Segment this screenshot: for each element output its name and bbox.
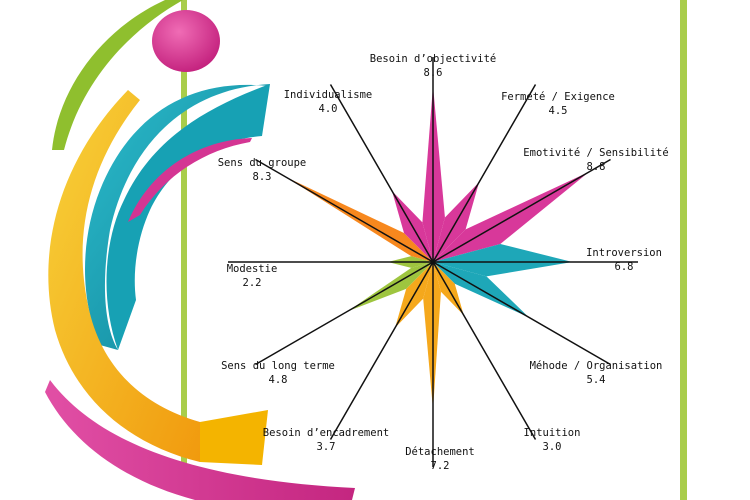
radar-axis-value-11: 8.3 [253, 171, 272, 183]
radar-axis-value-4: 6.8 [615, 261, 634, 273]
radar-axis-label-2: Fermeté / Exigence [501, 91, 615, 103]
radar-axis-label-6: Intuition [524, 427, 581, 439]
green-swoosh-shape [52, 0, 183, 150]
radar-axes [228, 57, 638, 467]
radar-axis-label-4: Introversion [586, 247, 662, 259]
magenta-ball-shape [152, 10, 220, 72]
yellow-arc-shape [48, 90, 201, 462]
radar-axis-value-3: 8.8 [587, 161, 606, 173]
radar-axis-value-10: 2.2 [243, 277, 262, 289]
teal-arc-body [106, 84, 270, 350]
radar-axis-label-5: Méhode / Organisation [530, 360, 663, 372]
radar-axis-line-9 [255, 261, 434, 366]
radar-axis-line-8 [329, 261, 434, 440]
frame-border-right [680, 0, 687, 500]
radar-axis-value-5: 5.4 [587, 374, 606, 386]
frame-border-left [181, 0, 187, 466]
yellow-arc-tip [200, 410, 268, 465]
radar-axis-label-7: Détachement [405, 446, 475, 458]
radar-axis-value-12: 4.0 [319, 103, 338, 115]
radar-axis-line-12 [329, 84, 434, 263]
radar-axis-value-1: 8.6 [424, 67, 443, 79]
radar-axis-label-11: Sens du groupe [218, 157, 307, 169]
radar-axis-value-2: 4.5 [549, 105, 568, 117]
radar-axis-label-9: Sens du long terme [221, 360, 335, 372]
radar-axis-line-3 [432, 158, 611, 263]
radar-axis-label-1: Besoin d’objectivité [370, 53, 496, 65]
radar-axis-label-12: Individualisme [284, 89, 373, 101]
radar-axis-value-6: 3.0 [543, 441, 562, 453]
teal-arc-shape [85, 84, 270, 350]
radar-axis-line-11 [255, 158, 434, 263]
radar-axis-line-6 [432, 261, 537, 440]
radar-axis-value-7: 7.2 [431, 460, 450, 472]
radar-axis-line-5 [432, 261, 611, 366]
radar-petal-4 [433, 243, 573, 277]
radar-axis-label-8: Besoin d’encadrement [263, 427, 389, 439]
radar-axis-label-10: Modestie [227, 263, 278, 275]
radar-axis-value-9: 4.8 [269, 374, 288, 386]
pink-small-arc [128, 138, 252, 222]
radar-axis-line-2 [432, 84, 537, 263]
pink-bottom-arc [45, 380, 355, 500]
radar-axis-value-8: 3.7 [317, 441, 336, 453]
radar-petal-7 [423, 262, 441, 410]
radar-axis-label-3: Emotivité / Sensibilité [523, 147, 668, 159]
